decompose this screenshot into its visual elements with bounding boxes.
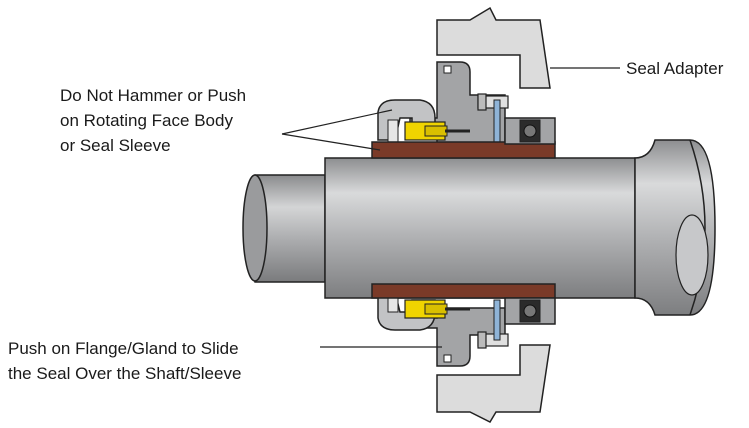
spring-bottom	[404, 299, 470, 319]
drive-collar-bottom	[504, 297, 556, 325]
push-instruction-line-2: the Seal Over the Shaft/Sleeve	[8, 364, 242, 383]
drive-collar-top	[504, 117, 556, 145]
hammer-warning-line-1: Do Not Hammer or Push	[60, 86, 247, 105]
shaft-main-body	[324, 157, 636, 299]
leader-line-hammer-sleeve	[281, 133, 381, 151]
shaft-left-end	[242, 174, 268, 282]
push-instruction-label: Push on Flange/Gland to Slide the Seal O…	[8, 336, 241, 386]
hammer-warning-line-3: or Seal Sleeve	[60, 136, 171, 155]
push-instruction-line-1: Push on Flange/Gland to Slide	[8, 339, 239, 358]
gland-bottom	[409, 307, 509, 367]
hammer-warning-label: Do Not Hammer or Push on Rotating Face B…	[60, 83, 246, 158]
seal-adapter-label: Seal Adapter	[626, 59, 724, 78]
seal-sleeve-bottom	[371, 283, 556, 299]
spring-top	[404, 121, 470, 141]
hammer-warning-line-2: on Rotating Face Body	[60, 111, 233, 130]
leader-line-hammer-face	[281, 109, 393, 135]
seal-sleeve-top	[371, 141, 556, 159]
seal-adapter-top	[436, 6, 551, 89]
stationary-face-bottom	[493, 299, 501, 341]
shaft	[242, 139, 716, 316]
stationary-face-top	[493, 99, 501, 149]
seal-adapter-bottom	[436, 344, 551, 423]
